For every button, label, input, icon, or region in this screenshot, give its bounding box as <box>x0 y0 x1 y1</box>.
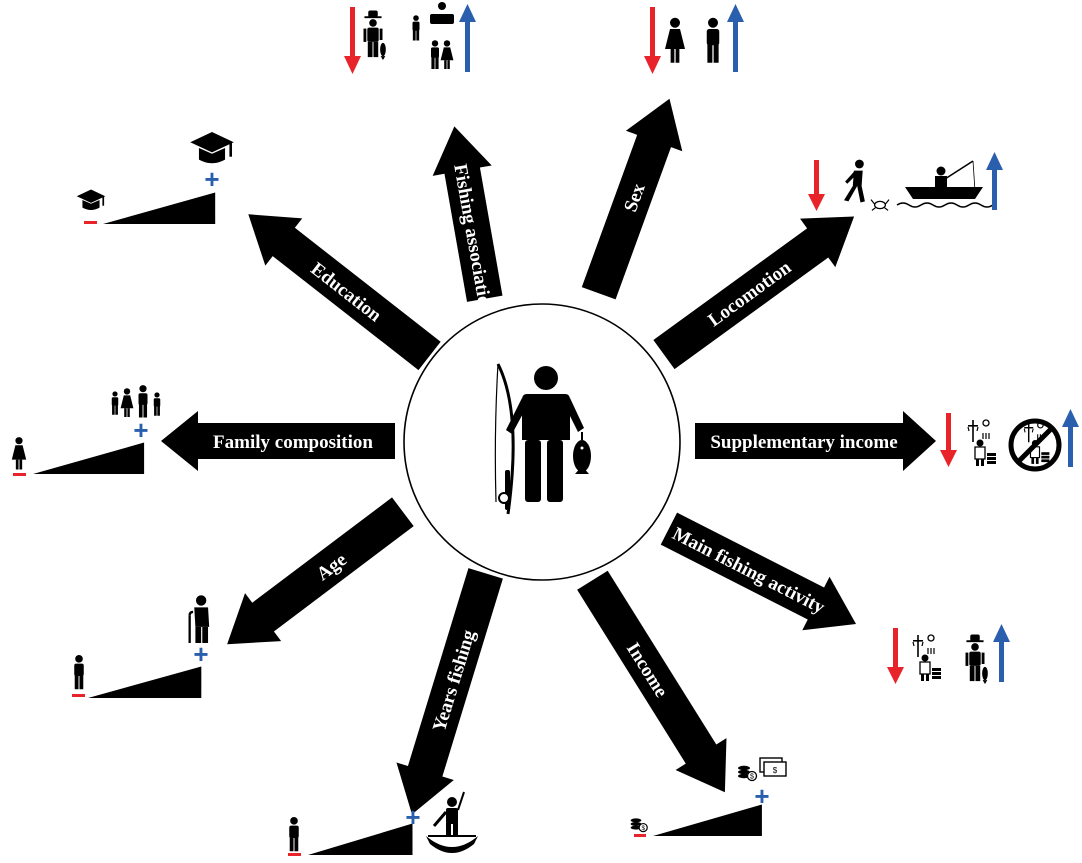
age-ramp <box>88 666 202 698</box>
small-coins-icon <box>630 817 648 833</box>
supplementary-income-icons <box>940 409 1079 472</box>
arrow-family-composition: Family composition <box>161 411 395 471</box>
young-person-icon <box>74 655 84 690</box>
arrow-age: Age <box>227 497 414 645</box>
woman-icon <box>665 17 685 63</box>
increase-arrow-icon <box>465 20 470 72</box>
arrow-fishing-association: Fishing association <box>432 126 503 318</box>
locomotion-icons <box>808 152 1003 212</box>
elderly-person-icon <box>188 595 210 643</box>
single-person-icon <box>11 437 27 470</box>
minus-sign <box>84 221 97 224</box>
minus-sign <box>288 853 301 856</box>
center-circle <box>403 303 681 581</box>
increase-arrow-icon <box>733 20 738 72</box>
plus-sign: + <box>405 802 420 832</box>
arrow-sex: Sex <box>581 98 683 300</box>
income-ramp <box>653 804 762 836</box>
sex-icons <box>644 4 744 74</box>
svg-text:$: $ <box>773 766 778 775</box>
other-work-icon <box>967 419 997 467</box>
decrease-arrow-icon <box>650 7 655 59</box>
plus-sign: + <box>754 781 769 811</box>
arrow-main-fishing-activity: Main fishing activity <box>660 512 857 631</box>
arrow-supplementary-income: Supplementary income <box>695 411 936 471</box>
plus-sign: + <box>193 639 208 669</box>
increase-arrow-icon <box>1068 425 1073 467</box>
arrow-locomotion: Locomotion <box>653 216 855 370</box>
education-icons: + <box>76 132 234 224</box>
plus-sign: + <box>204 164 219 194</box>
minus-sign <box>72 694 85 697</box>
crab-icon <box>870 198 890 212</box>
increase-arrow-icon <box>992 168 997 210</box>
plus-sign: + <box>133 415 148 445</box>
decrease-arrow-icon <box>893 628 898 670</box>
family-icon <box>111 385 161 418</box>
decrease-arrow-icon <box>814 160 819 196</box>
fisher-in-canoe-icon <box>426 791 478 853</box>
decrease-arrow-icon <box>946 413 951 453</box>
years-ramp <box>308 823 413 855</box>
fishing-association-icons <box>344 2 476 74</box>
income-icons: $ + <box>630 757 787 837</box>
fisher-icon <box>965 634 988 684</box>
association-members-icon <box>412 2 454 69</box>
arrow-label-main-fishing-activity: Main fishing activity <box>669 523 829 618</box>
minus-sign <box>13 473 26 476</box>
arrow-label-supplementary-income: Supplementary income <box>710 432 897 453</box>
arrow-label-family-composition: Family composition <box>213 432 373 453</box>
arrow-education: Education <box>248 214 441 371</box>
graduation-cap-icon <box>190 132 234 164</box>
fisher-icon <box>363 10 386 60</box>
fisher-in-boat-icon <box>896 160 994 208</box>
walking-crab-collector-icon <box>844 159 865 203</box>
fisher-with-rod-and-fish-icon <box>494 363 591 515</box>
coins-and-bills-icon: $ <box>737 757 787 782</box>
no-other-work-icon <box>1008 418 1062 472</box>
family-ramp <box>33 442 145 474</box>
minus-sign <box>634 834 646 837</box>
age-icons: + <box>72 595 210 698</box>
decrease-arrow-icon <box>350 7 355 59</box>
arrow-years-fishing: Years fishing <box>396 568 503 815</box>
man-icon <box>706 17 720 63</box>
other-work-icon <box>912 634 942 682</box>
main-fishing-activity-icons <box>887 624 1010 684</box>
education-ramp <box>103 192 216 224</box>
family-composition-icons: + <box>11 385 161 476</box>
small-graduation-cap-icon <box>76 189 106 210</box>
young-person-icon <box>289 817 299 852</box>
arrow-income: Income <box>577 570 727 793</box>
years-fishing-icons: + <box>288 791 478 856</box>
increase-arrow-icon <box>999 640 1004 682</box>
